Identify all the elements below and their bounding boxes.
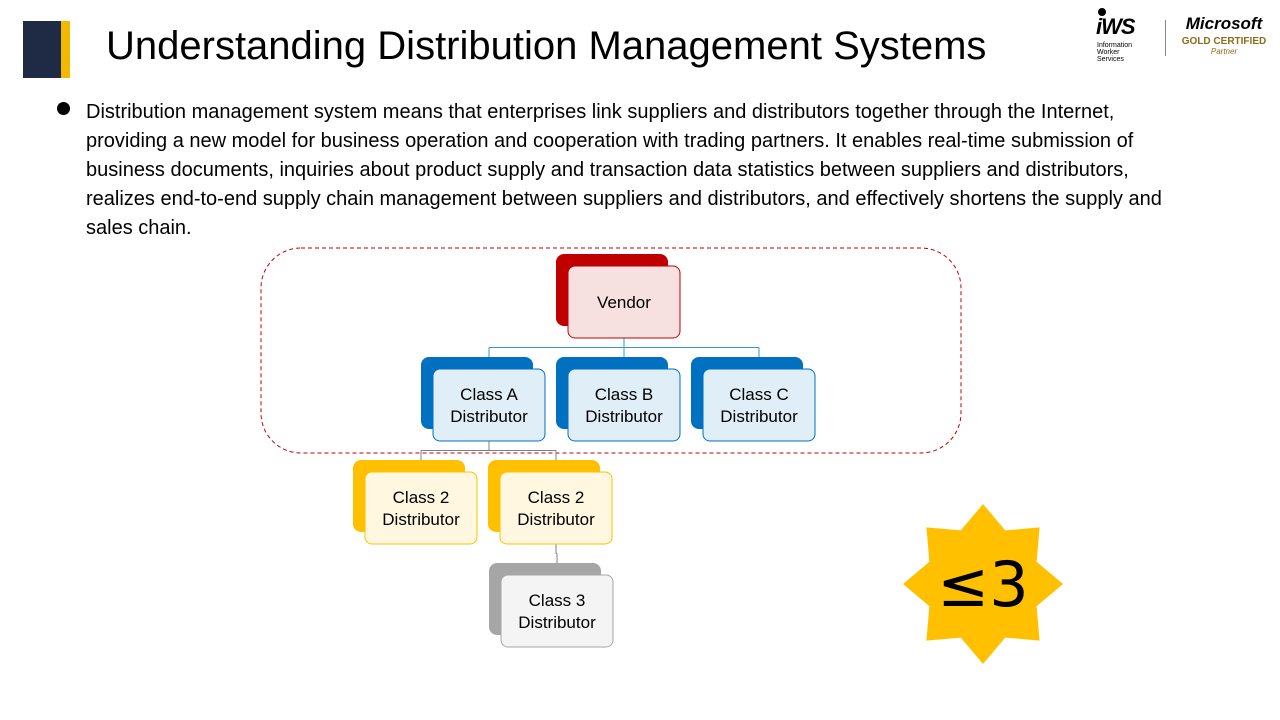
node-label: Distributor [518,613,596,632]
node-class-2-left: Class 2 Distributor [353,460,478,545]
iws-logo-sub-line: Worker [1097,49,1120,56]
iws-logo-word: iWS [1096,14,1136,39]
node-label: Distributor [517,510,595,529]
node-label: Distributor [585,407,663,426]
node-class-c: Class C Distributor [691,357,816,442]
node-front-shape [364,471,478,545]
node-label: Class A [460,385,518,404]
iws-logo-subtitle: Information Worker Services [1097,42,1132,63]
top-tier-group-outline [260,247,962,454]
node-class-a: Class A Distributor [421,357,546,442]
max-level-badge-label: ≤3 [937,548,1029,621]
bullet-dot [57,102,70,115]
microsoft-logo-word: Microsoft [1185,14,1263,33]
node-vendor: Vendor [556,254,681,339]
node-front-shape [702,368,816,442]
max-level-star-badge [903,504,1063,664]
page-title: Understanding Distribution Management Sy… [106,24,987,68]
node-label: Class 2 [528,488,585,507]
partner-label: Partner [1210,47,1238,56]
node-label: Class 2 [393,488,450,507]
node-front-shape [432,368,546,442]
node-label: Class B [595,385,654,404]
microsoft-gold-partner-logo: Microsoft GOLD CERTIFIED Partner [1174,14,1274,56]
node-front-shape [499,471,613,545]
node-class-2-right: Class 2 Distributor [488,460,613,545]
node-front-shape [567,265,681,339]
node-label: Distributor [450,407,528,426]
title-accent-navy [23,21,61,78]
logo-divider [1165,20,1166,56]
node-label: Class C [729,385,789,404]
node-front-shape [500,574,614,648]
gold-certified-label: GOLD CERTIFIED [1181,36,1267,47]
node-label: Class 3 [529,591,586,610]
node-class-b: Class B Distributor [556,357,681,442]
node-front-shape [567,368,681,442]
iws-logo-sub-line: Services [1097,56,1124,63]
node-label: Distributor [382,510,460,529]
iws-logo-dot [1098,8,1106,16]
node-label: Vendor [597,293,651,312]
node-class-3: Class 3 Distributor [489,563,614,648]
node-label: Distributor [720,407,798,426]
description-paragraph: Distribution management system means tha… [86,101,1162,239]
iws-logo: iWS Information Worker Services [1096,8,1158,66]
iws-logo-sub-line: Information [1097,42,1133,49]
title-accent-gold [61,21,70,78]
